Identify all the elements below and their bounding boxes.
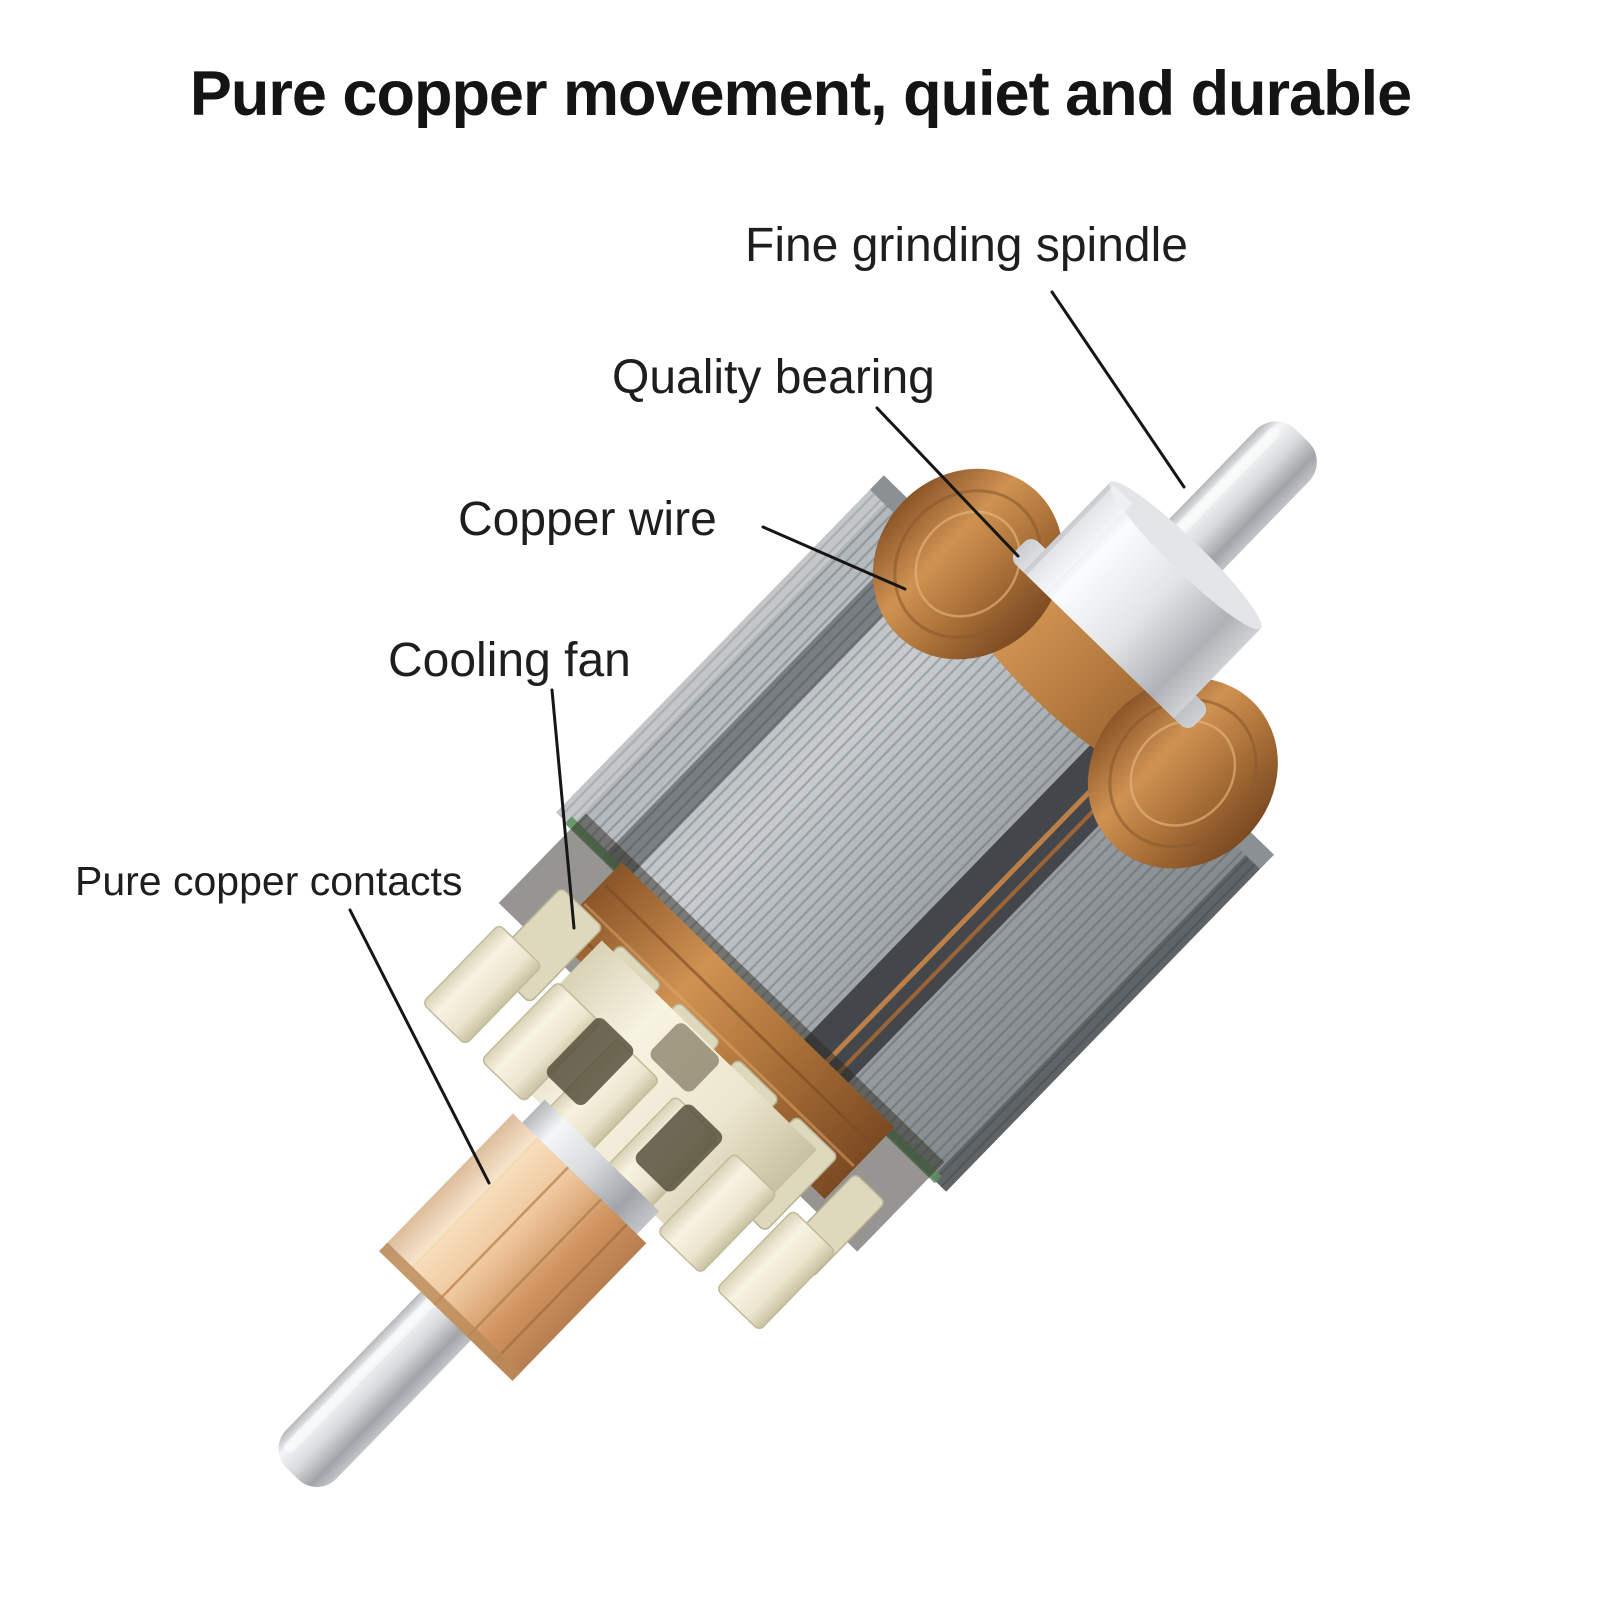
copper-wire-leader-line bbox=[761, 525, 907, 591]
cooling-fan-part bbox=[424, 889, 884, 1329]
label-pure-copper-contacts: Pure copper contacts bbox=[75, 858, 463, 904]
page-title: Pure copper movement, quiet and durable bbox=[189, 59, 1412, 129]
lower-shaft-part bbox=[278, 1266, 495, 1487]
spindle-shaft-part bbox=[1158, 421, 1317, 583]
label-cooling-fan: Cooling fan bbox=[388, 634, 631, 687]
leader-lines bbox=[348, 290, 1186, 1185]
bearing-part bbox=[1012, 481, 1262, 728]
bearing-leader-line bbox=[875, 406, 1020, 558]
cooling-fan-leader-line bbox=[550, 688, 576, 930]
commutator-part bbox=[379, 1113, 647, 1381]
motor-assembly bbox=[278, 421, 1317, 1487]
label-fine-grinding-spindle: Fine grinding spindle bbox=[745, 219, 1188, 272]
spacer-ring-part bbox=[520, 1099, 660, 1236]
label-quality-bearing: Quality bearing bbox=[612, 351, 935, 404]
spindle-leader-line bbox=[1050, 290, 1186, 489]
contacts-leader-line bbox=[348, 908, 491, 1185]
label-copper-wire: Copper wire bbox=[458, 493, 717, 546]
copper-windings-part bbox=[872, 468, 1278, 869]
